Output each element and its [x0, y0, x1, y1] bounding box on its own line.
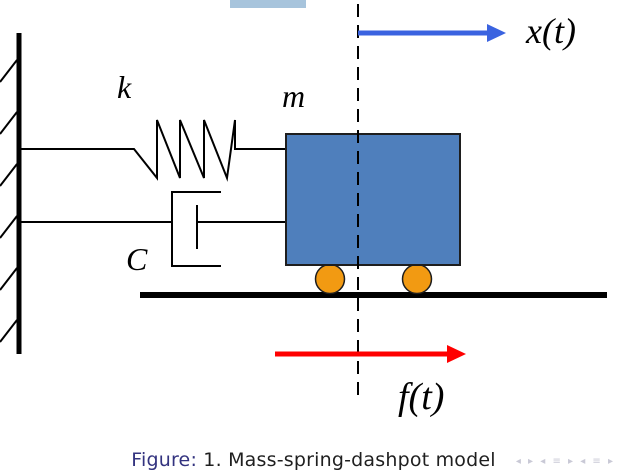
mass-block	[285, 133, 461, 266]
figure-caption-label: Figure:	[131, 449, 198, 471]
mass-spring-dashpot-diagram: k m C x(t) f(t)	[0, 0, 607, 418]
fixed-wall	[0, 33, 22, 354]
top-header-bar	[230, 0, 306, 8]
figure-caption: Figure: 1. Mass-spring-dashpot model	[0, 449, 627, 471]
damping-label: C	[126, 241, 148, 277]
slide-navigation-controls[interactable]: ◂ ▸ ◂ ≡ ▸ ◂ ≡ ▸	[515, 456, 615, 467]
figure-caption-text: 1. Mass-spring-dashpot model	[197, 449, 496, 471]
spring-constant-label: k	[117, 69, 132, 105]
wheel-left	[314, 263, 346, 295]
force-arrow	[275, 345, 466, 363]
displacement-label: x(t)	[525, 11, 576, 51]
spring	[21, 119, 286, 182]
mass-label: m	[282, 78, 305, 114]
force-label: f(t)	[398, 376, 444, 418]
displacement-arrow	[358, 24, 506, 42]
wheel-right	[401, 263, 433, 295]
dashpot	[21, 191, 286, 267]
